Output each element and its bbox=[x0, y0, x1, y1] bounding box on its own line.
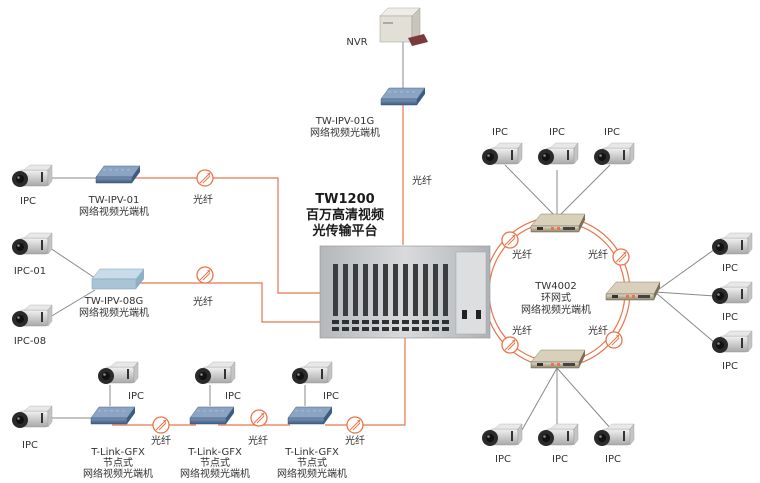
tlink-model: T-Link-GFX bbox=[188, 447, 242, 458]
ipc-camera-icon bbox=[291, 361, 333, 385]
ipc-camera-icon bbox=[194, 361, 236, 385]
link-ipc08-tw-ipv-08g bbox=[49, 289, 96, 318]
tlink-type: 节点式 bbox=[200, 458, 230, 469]
tlink-desc: 网络视频光端机 bbox=[83, 469, 153, 480]
nvr-label: NVR bbox=[346, 37, 368, 48]
ipc-camera-icon bbox=[711, 330, 753, 354]
fiber-marker-icon bbox=[196, 169, 214, 187]
fiber-marker-icon bbox=[152, 416, 170, 434]
ipc-camera-icon bbox=[481, 142, 523, 166]
ipc-camera-icon bbox=[593, 423, 635, 447]
ipc-label: IPC bbox=[492, 127, 508, 138]
tw-ipv-01-converter-icon bbox=[95, 165, 141, 184]
link-ring-bottom-cam-1 bbox=[521, 367, 558, 431]
top-converter-desc: 网络视频光端机 bbox=[310, 128, 380, 139]
fiber-label: 光纤 bbox=[151, 436, 171, 447]
ipc-camera-icon bbox=[11, 164, 53, 188]
ipc-camera-icon bbox=[537, 142, 579, 166]
title-line2: 光传输平台 bbox=[312, 224, 378, 239]
ipc-camera-icon bbox=[481, 423, 523, 447]
link-ring-top-cam-1 bbox=[504, 164, 558, 219]
title-model: TW1200 bbox=[315, 192, 375, 207]
top-converter-model: TW-IPV-01G bbox=[315, 116, 375, 127]
fiber-marker-icon bbox=[612, 248, 630, 266]
ipc-camera-icon bbox=[97, 361, 139, 385]
tlink-model: T-Link-GFX bbox=[91, 447, 145, 458]
ring-type: 环网式 bbox=[541, 293, 571, 304]
tw4002-ring-node-right-icon bbox=[605, 281, 661, 301]
ipc-label: IPC bbox=[605, 454, 621, 465]
fiber-label: 光纤 bbox=[345, 436, 365, 447]
ring-desc: 网络视频光端机 bbox=[521, 305, 591, 316]
tlink-type: 节点式 bbox=[103, 458, 133, 469]
fiber-label: 光纤 bbox=[512, 250, 532, 261]
tw-ipv-08g-converter-icon bbox=[91, 268, 145, 290]
nvr-server-icon bbox=[379, 7, 428, 46]
link-ring-right-cam-3 bbox=[654, 291, 716, 344]
tw4002-ring-node-bottom-icon bbox=[530, 349, 586, 369]
ipc-label: IPC bbox=[604, 127, 620, 138]
tlink-gfx-converter-icon bbox=[90, 406, 136, 425]
ipc-label: IPC bbox=[128, 391, 144, 402]
fiber-label: 光纤 bbox=[248, 436, 268, 447]
ipc-label: IPC bbox=[225, 391, 241, 402]
copper-links bbox=[45, 40, 716, 431]
tw4002-ring-node-top-icon bbox=[530, 213, 586, 233]
tw-ipv-08g-model: TW-IPV-08G bbox=[84, 296, 144, 307]
fiber-marker-icon bbox=[501, 231, 519, 249]
ipc-label: IPC bbox=[549, 127, 565, 138]
link-ring-right-cam-2 bbox=[654, 291, 716, 297]
fiber-label: 光纤 bbox=[588, 326, 608, 337]
tlink-model: T-Link-GFX bbox=[285, 447, 339, 458]
link-ring-bottom-cam-3 bbox=[556, 367, 613, 431]
fiber-label: 光纤 bbox=[193, 297, 213, 308]
ipc-label: IPC bbox=[722, 361, 738, 372]
ipc-label: IPC bbox=[22, 440, 38, 451]
fiber-label: 光纤 bbox=[588, 250, 608, 261]
ipc-camera-icon bbox=[593, 142, 635, 166]
tw1200-chassis-icon bbox=[319, 245, 491, 339]
fiber-marker-icon bbox=[346, 416, 364, 434]
tlink-gfx-converter-icon bbox=[287, 406, 333, 425]
ipc-01-label: IPC-01 bbox=[13, 266, 47, 277]
fiber-tw-ipv-08g bbox=[118, 282, 320, 323]
tw-ipv-08g-desc: 网络视频光端机 bbox=[79, 308, 149, 319]
ipc-label: IPC bbox=[495, 454, 511, 465]
tlink-desc: 网络视频光端机 bbox=[180, 469, 250, 480]
fiber-label: 光纤 bbox=[512, 326, 532, 337]
ipc-08-label: IPC-08 bbox=[13, 336, 47, 347]
fiber-marker-icon bbox=[250, 409, 268, 427]
title-line1: 百万高清视频 bbox=[305, 208, 385, 223]
tw-ipv-01-desc: 网络视频光端机 bbox=[79, 207, 149, 218]
fiber-marker-icon bbox=[196, 266, 214, 284]
ipc-label: IPC bbox=[552, 454, 568, 465]
fiber-marker-icon bbox=[605, 331, 623, 349]
ipc-01-camera-icon bbox=[11, 232, 53, 256]
fiber-label: 光纤 bbox=[193, 195, 213, 206]
link-ring-top-cam-3 bbox=[556, 164, 611, 219]
tlink-desc: 网络视频光端机 bbox=[277, 469, 347, 480]
fiber-marker-icon bbox=[501, 336, 519, 354]
ipc-label: IPC bbox=[323, 391, 339, 402]
ipc-camera-icon bbox=[11, 405, 53, 429]
ipc-camera-icon bbox=[537, 423, 579, 447]
tlink-gfx-converter-icon bbox=[189, 406, 235, 425]
tlink-type: 节点式 bbox=[297, 458, 327, 469]
tw-ipv-01g-converter-icon bbox=[380, 87, 426, 106]
ipc-label: IPC bbox=[722, 263, 738, 274]
ipc-label: IPC bbox=[722, 312, 738, 323]
fiber-chain-trunk bbox=[325, 338, 406, 426]
fiber-tw-ipv-01 bbox=[120, 177, 320, 294]
fiber-label: 光纤 bbox=[412, 176, 432, 187]
link-ipc01-tw-ipv-08g bbox=[49, 247, 96, 279]
ipc-08-camera-icon bbox=[11, 304, 53, 328]
link-ring-right-cam-1 bbox=[654, 248, 716, 293]
ipc-camera-icon bbox=[711, 281, 753, 305]
ipc-camera-icon bbox=[711, 232, 753, 256]
ring-model: TW4002 bbox=[535, 281, 577, 292]
ipc-label: IPC bbox=[20, 196, 36, 207]
tw-ipv-01-model: TW-IPV-01 bbox=[88, 195, 140, 206]
